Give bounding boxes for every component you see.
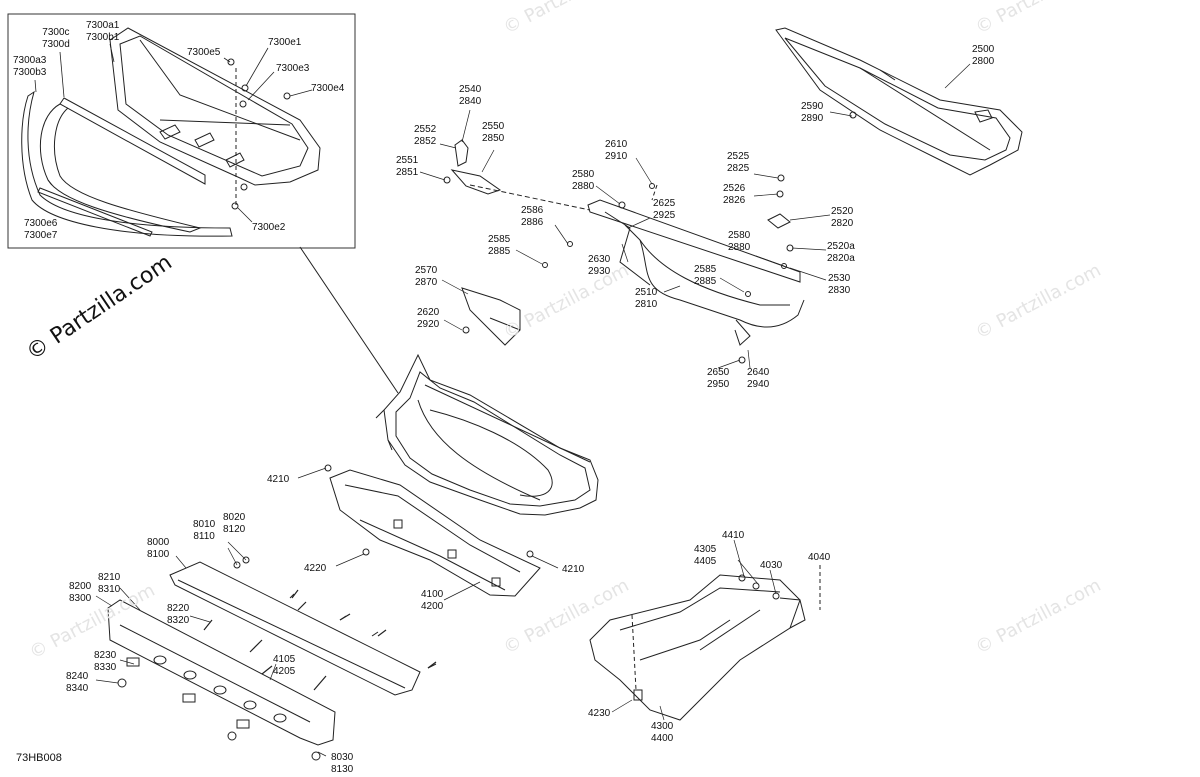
callout-label: 2520a 2820a [827, 241, 855, 264]
callout-label: 2570 2870 [415, 265, 438, 288]
callout-label: 2625 2925 [653, 198, 676, 221]
callout-label: 2586 2886 [521, 205, 544, 228]
callout-label: 4300 4400 [651, 721, 674, 744]
callout-label: 2585 2885 [694, 264, 717, 287]
callout-label: 4220 [304, 563, 327, 574]
callout-label: 2620 2920 [417, 307, 440, 330]
callout-label: 4030 [760, 560, 783, 571]
callout-label: 8010 8110 [193, 519, 216, 542]
callout-label: 2610 2910 [605, 139, 628, 162]
detail-inset-frame [7, 13, 356, 249]
callout-label: 2526 2826 [723, 183, 746, 206]
callout-label: 2650 2950 [707, 367, 730, 390]
diagram-code: 73HB008 [16, 752, 62, 764]
callout-label: 8000 8100 [147, 537, 170, 560]
callout-label: 4040 [808, 552, 831, 563]
callout-label: 7300a3 7300b3 [13, 55, 47, 78]
callout-label: 2580 2880 [728, 230, 751, 253]
callout-label: 7300e1 [268, 37, 302, 48]
callout-label: 7300e2 [252, 222, 286, 233]
callout-label: 4210 [562, 564, 585, 575]
door-frame-assembly [375, 353, 599, 516]
callout-label: 2525 2825 [727, 151, 750, 174]
callout-label: 8030 8130 [331, 752, 354, 775]
callout-label: 2630 2930 [588, 254, 611, 277]
callout-label: 8200 8300 [69, 581, 92, 604]
callout-label: 4230 [588, 708, 611, 719]
inset-leaders [34, 43, 313, 223]
inset-door-frame [21, 90, 233, 237]
callout-label: 2530 2830 [828, 273, 851, 296]
callout-label: 4105 4205 [273, 654, 296, 677]
callout-label: 4210 [267, 474, 290, 485]
callout-label: 7300e4 [311, 83, 345, 94]
inset-fasteners [227, 58, 291, 210]
callout-label: 2580 2880 [572, 169, 595, 192]
callout-label: 2590 2890 [801, 101, 824, 124]
floor-pan [589, 565, 821, 721]
door-upper-panel [775, 27, 1023, 176]
callout-label: 2500 2800 [972, 44, 995, 67]
callout-label: 7300a1 7300b1 [86, 20, 120, 43]
callout-label: 7300e5 [187, 47, 221, 58]
callout-leaders [95, 63, 971, 757]
door-tube-frame [587, 184, 805, 346]
callout-label: 2552 2852 [414, 124, 437, 147]
callout-label: 8230 8330 [94, 650, 117, 673]
inset-door-panel [109, 27, 321, 208]
callout-label: 2640 2940 [747, 367, 770, 390]
bolt-symbols [203, 589, 437, 691]
callout-label: 8020 8120 [223, 512, 246, 535]
callout-label: 2520 2820 [831, 206, 854, 229]
callout-label: 2540 2840 [459, 84, 482, 107]
hinge-parts [450, 139, 591, 346]
inset-leader-line [299, 246, 399, 394]
callout-label: 7300e3 [276, 63, 310, 74]
callout-label: 2550 2850 [482, 121, 505, 144]
callout-label: 2585 2885 [488, 234, 511, 257]
callout-label: 4410 [722, 530, 745, 541]
callout-label: 4305 4405 [694, 544, 717, 567]
callout-label: 7300c 7300d [42, 27, 70, 50]
lower-trim-panel [329, 469, 541, 597]
lower-rail [107, 599, 336, 746]
callout-label: 4100 4200 [421, 589, 444, 612]
callout-label: 2551 2851 [396, 155, 419, 178]
callout-label: 7300e6 7300e7 [24, 218, 58, 241]
callout-label: 8220 8320 [167, 603, 190, 626]
callout-label: 2510 2810 [635, 287, 658, 310]
fastener-symbols [233, 111, 857, 600]
rocker-panel [169, 561, 437, 696]
callout-label: 8210 8310 [98, 572, 121, 595]
callout-label: 8240 8340 [66, 671, 89, 694]
